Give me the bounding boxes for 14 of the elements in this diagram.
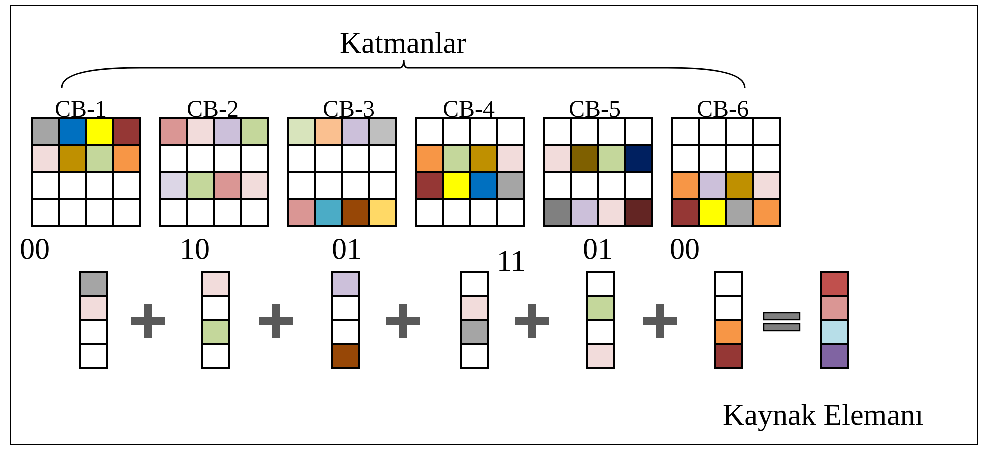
layer-label: CB-1 — [55, 96, 108, 125]
layer-label: CB-4 — [443, 96, 496, 125]
heading: Katmanlar — [340, 28, 467, 60]
layer-label: CB-3 — [323, 96, 376, 125]
layer-label: CB-5 — [569, 96, 622, 125]
binary-code: 00 — [670, 234, 700, 266]
binary-code: 11 — [497, 246, 526, 278]
binary-code: 01 — [332, 234, 362, 266]
layer-label: CB-2 — [187, 96, 240, 125]
binary-code: 10 — [180, 234, 210, 266]
result-label: Kaynak Elemanı — [723, 400, 924, 432]
binary-code: 01 — [583, 234, 613, 266]
layer-label: CB-6 — [697, 96, 750, 125]
binary-code: 00 — [20, 234, 50, 266]
